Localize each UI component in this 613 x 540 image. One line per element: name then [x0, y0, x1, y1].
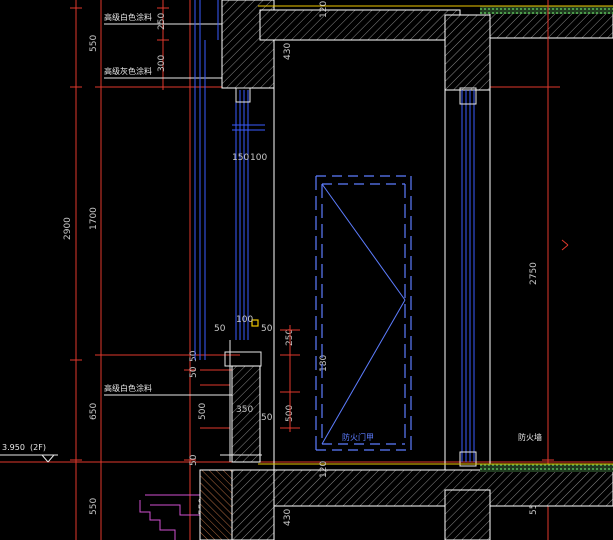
- sill-dimension-ticks: [280, 325, 300, 432]
- dim-sill-50-right: 50: [261, 324, 273, 334]
- leader-lines: [104, 23, 240, 396]
- dim-right-2750: 2750: [529, 262, 539, 285]
- dim-sill-50-left: 50: [214, 324, 226, 334]
- dim-sill-180: 180: [319, 355, 329, 372]
- dim-left-550-top: 550: [89, 35, 99, 52]
- wall-label: 防火墙: [518, 432, 542, 442]
- dim-sill-100: 100: [236, 315, 253, 325]
- extension-lines: [100, 86, 560, 429]
- lower-slab: [259, 469, 613, 507]
- level-marker-icon: [40, 454, 56, 463]
- cornice-block: [199, 469, 233, 540]
- dim-lower-350: 350: [236, 405, 253, 415]
- dim-col3-50c: 50: [189, 454, 199, 466]
- sill-marker-icon[interactable]: [251, 319, 259, 327]
- dim-wall-120-top: 120: [319, 1, 329, 18]
- right-window-sill: [459, 451, 477, 467]
- dim-col3-50a: 50: [189, 350, 199, 362]
- upper-slab: [259, 9, 461, 41]
- green-finish-top: [480, 6, 613, 14]
- left-dimension-chain: [75, 0, 191, 540]
- note-lower: 高级白色涂料: [104, 383, 152, 393]
- window-head-frame: [235, 87, 251, 103]
- dim-win-100: 100: [250, 153, 267, 163]
- lower-right-wall: [444, 489, 491, 540]
- dim-wall-120-bottom: 120: [319, 461, 329, 478]
- right-window-glazing: [461, 90, 475, 462]
- fire-door-frame: [315, 175, 412, 451]
- dim-wall-430-top: 430: [283, 43, 293, 60]
- dim-col2-1700: 1700: [89, 207, 99, 230]
- dim-wall-430-bottom: 430: [283, 509, 293, 526]
- right-dimension-chain: [542, 0, 569, 540]
- floor-tag: (2F): [30, 443, 46, 452]
- dim-col3-300: 300: [157, 55, 167, 72]
- interior-lines: [273, 40, 491, 470]
- dim-left-2900: 2900: [63, 217, 73, 240]
- window-glazing: [232, 90, 265, 340]
- green-finish-bottom: [480, 464, 613, 472]
- dim-win-150: 150: [232, 153, 249, 163]
- dim-sill-50-lower: 50: [261, 413, 273, 423]
- dim-col3-500: 500: [198, 403, 208, 420]
- upper-right-wall: [444, 14, 491, 91]
- dim-left-650: 650: [89, 403, 99, 420]
- lower-wall-section: [231, 365, 261, 463]
- door-label: 防火门甲: [342, 432, 374, 442]
- facade-lines: [194, 0, 219, 360]
- right-slab-top: [489, 9, 613, 39]
- door-swing-lines: [321, 183, 406, 445]
- lower-left-wall: [231, 469, 275, 540]
- dim-left-550-bottom: 550: [89, 498, 99, 515]
- dim-col3-250: 250: [157, 13, 167, 30]
- note-top-2: 高级灰色涂料: [104, 66, 152, 76]
- dim-col3-50b: 50: [189, 366, 199, 378]
- level-mark: 3.950: [2, 443, 25, 452]
- right-window-head: [459, 87, 477, 105]
- note-top-1: 高级白色涂料: [104, 12, 152, 22]
